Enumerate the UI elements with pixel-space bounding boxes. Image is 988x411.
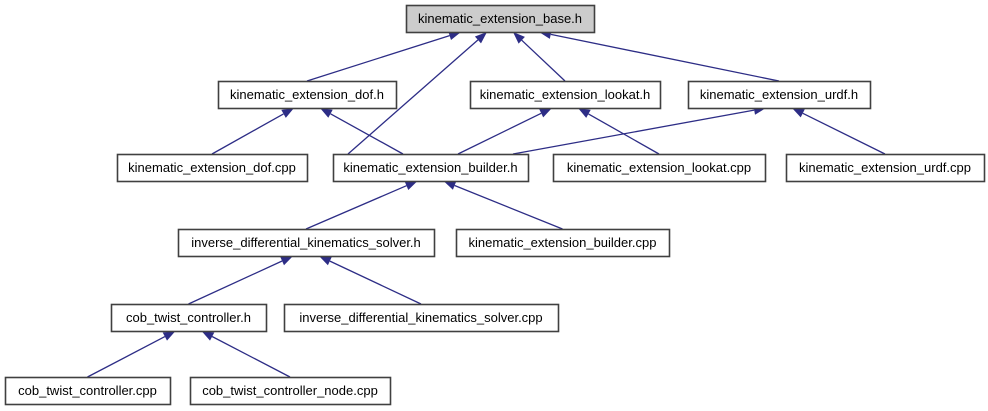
edge-builder_h-to-lookat_h	[457, 112, 542, 155]
node-box-lookat_cpp[interactable]	[552, 153, 767, 183]
arrowhead-ctrl_cpp-to-ctrl_h	[162, 331, 176, 341]
node-box-builder_cpp[interactable]	[455, 228, 671, 258]
arrowhead-ctrl_node_cpp-to-ctrl_h	[201, 331, 215, 341]
node-box-ctrl_h[interactable]	[110, 303, 268, 333]
edge-idks_cpp-to-idks_h	[329, 260, 422, 305]
graph-node-ctrl_cpp[interactable]: cob_twist_controller.cpp	[4, 376, 172, 406]
graph-node-builder_cpp[interactable]: kinematic_extension_builder.cpp	[455, 228, 671, 258]
arrowhead-builder_cpp-to-builder_h	[443, 181, 457, 190]
node-box-urdf_h[interactable]	[687, 80, 872, 110]
node-box-builder_h[interactable]	[332, 153, 530, 183]
arrowhead-builder_h-to-lookat_h	[539, 108, 552, 118]
node-box-lookat_h[interactable]	[469, 80, 662, 110]
arrowhead-builder_h-to-base	[474, 32, 487, 44]
node-box-base[interactable]	[405, 4, 596, 34]
edge-urdf_cpp-to-urdf_h	[802, 112, 886, 155]
arrowhead-urdf_cpp-to-urdf_h	[792, 108, 805, 118]
node-layer: kinematic_extension_base.h kinematic_exte…	[4, 4, 986, 406]
graph-node-ctrl_node_cpp[interactable]: cob_twist_controller_node.cpp	[189, 376, 392, 406]
arrowhead-lookat_h-to-base	[513, 32, 525, 44]
arrowhead-ctrl_h-to-idks_h	[280, 256, 293, 266]
arrowhead-dof_h-to-base	[448, 31, 461, 40]
graph-node-builder_h[interactable]: kinematic_extension_builder.h	[332, 153, 530, 183]
node-box-urdf_cpp[interactable]	[785, 153, 986, 183]
edge-ctrl_node_cpp-to-ctrl_h	[211, 335, 291, 378]
graph-node-idks_h[interactable]: inverse_differential_kinematics_solver.h	[177, 228, 436, 258]
graph-node-base[interactable]: kinematic_extension_base.h	[405, 4, 596, 34]
graph-node-idks_cpp[interactable]: inverse_differential_kinematics_solver.c…	[283, 303, 560, 333]
edge-builder_h-to-dof_h	[330, 113, 404, 155]
graph-node-urdf_cpp[interactable]: kinematic_extension_urdf.cpp	[785, 153, 986, 183]
node-box-idks_h[interactable]	[177, 228, 436, 258]
arrowhead-idks_cpp-to-idks_h	[319, 256, 332, 266]
arrowhead-lookat_cpp-to-lookat_h	[578, 108, 591, 118]
edge-builder_cpp-to-builder_h	[454, 184, 563, 230]
edge-ctrl_cpp-to-ctrl_h	[87, 336, 166, 378]
arrowhead-idks_h-to-builder_h	[404, 181, 418, 190]
edge-layer	[87, 29, 886, 378]
arrowhead-builder_h-to-dof_h	[320, 108, 333, 118]
edge-lookat_h-to-base	[521, 39, 566, 82]
node-box-ctrl_node_cpp[interactable]	[189, 376, 392, 406]
graph-node-urdf_h[interactable]: kinematic_extension_urdf.h	[687, 80, 872, 110]
node-box-idks_cpp[interactable]	[283, 303, 560, 333]
edge-builder_h-to-urdf_h	[512, 109, 755, 155]
edge-idks_h-to-builder_h	[305, 185, 407, 230]
node-box-ctrl_cpp[interactable]	[4, 376, 172, 406]
arrowhead-dof_cpp-to-dof_h	[281, 108, 294, 118]
graph-node-ctrl_h[interactable]: cob_twist_controller.h	[110, 303, 268, 333]
edge-ctrl_h-to-idks_h	[188, 260, 283, 305]
node-box-dof_h[interactable]	[217, 80, 398, 110]
node-box-dof_cpp[interactable]	[116, 153, 309, 183]
graph-node-dof_cpp[interactable]: kinematic_extension_dof.cpp	[116, 153, 309, 183]
graph-node-dof_h[interactable]: kinematic_extension_dof.h	[217, 80, 398, 110]
edge-dof_cpp-to-dof_h	[211, 113, 284, 155]
edge-dof_h-to-base	[306, 34, 450, 82]
graph-node-lookat_cpp[interactable]: kinematic_extension_lookat.cpp	[552, 153, 767, 183]
graph-node-lookat_h[interactable]: kinematic_extension_lookat.h	[469, 80, 662, 110]
edge-urdf_h-to-base	[550, 33, 780, 82]
